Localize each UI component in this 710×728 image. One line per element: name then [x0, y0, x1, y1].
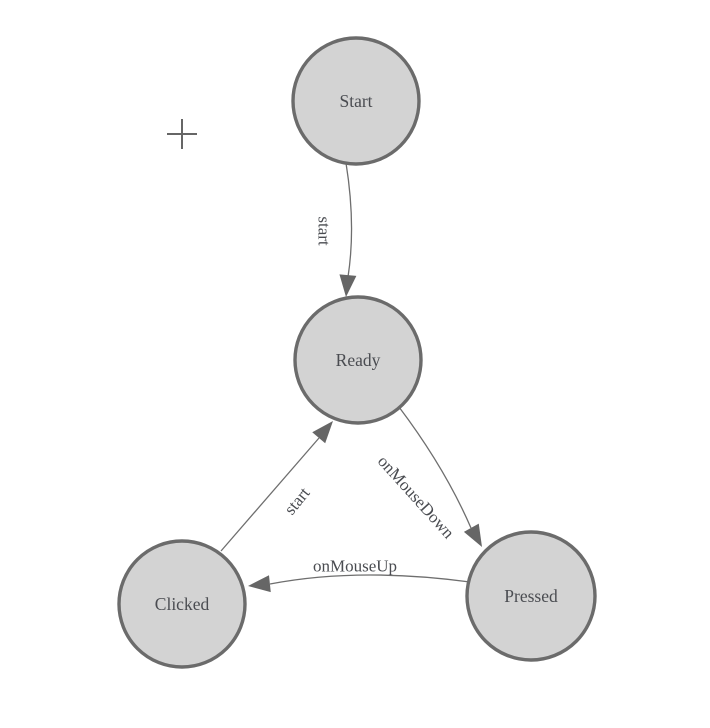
- transition-line[interactable]: [269, 574, 471, 585]
- transition-label: start: [315, 216, 334, 246]
- arrowhead-icon: [339, 274, 357, 297]
- state-label: Clicked: [155, 594, 210, 614]
- state-node-ready[interactable]: Ready: [293, 295, 423, 425]
- transition-label: onMouseDown: [374, 452, 459, 543]
- arrowhead-icon: [463, 523, 482, 547]
- state-circle[interactable]: [117, 539, 247, 669]
- transition-edge-ready-pressed[interactable]: onMouseDown: [374, 406, 490, 551]
- transition-edge-clicked-ready[interactable]: start: [220, 415, 339, 552]
- arrowhead-icon: [248, 575, 271, 593]
- state-node-clicked[interactable]: Clicked: [117, 539, 247, 669]
- transition-label: start: [280, 483, 313, 518]
- state-node-pressed[interactable]: Pressed: [465, 530, 597, 662]
- state-circle[interactable]: [291, 36, 421, 166]
- state-label: Pressed: [504, 586, 558, 606]
- arrowhead-icon: [312, 421, 333, 444]
- transition-line[interactable]: [398, 406, 472, 529]
- state-node-start[interactable]: Start: [291, 36, 421, 166]
- transition-line[interactable]: [345, 162, 353, 278]
- state-circle[interactable]: [293, 295, 423, 425]
- state-label: Ready: [336, 350, 381, 370]
- transition-line[interactable]: [220, 437, 320, 552]
- crosshair-icon: [167, 119, 197, 149]
- state-circle[interactable]: [465, 530, 597, 662]
- transition-edge-pressed-clicked[interactable]: onMouseUp: [247, 557, 471, 595]
- transition-edge-start-ready[interactable]: start: [315, 162, 357, 298]
- transition-label: onMouseUp: [313, 557, 397, 576]
- state-label: Start: [339, 91, 372, 111]
